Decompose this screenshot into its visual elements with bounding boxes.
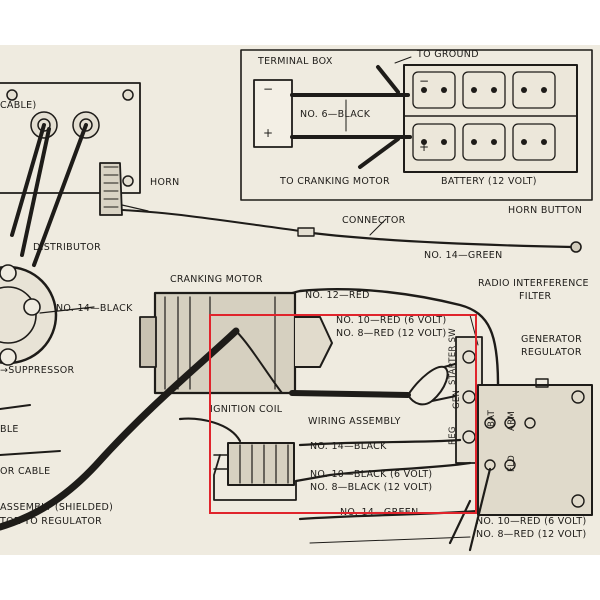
label-cranking-motor: CRANKING MOTOR: [170, 274, 263, 285]
label-no8-red-12v-bottom: NO. 8—RED (12 VOLT): [476, 529, 587, 540]
label-terminal-plus: +: [263, 126, 274, 140]
label-fld: FLD: [507, 454, 517, 472]
label-battery: BATTERY (12 VOLT): [441, 176, 537, 187]
label-radio-filter-2: FILTER: [519, 291, 552, 302]
suppressor-text: SUPPRESSOR: [8, 365, 75, 376]
horn-button: [570, 241, 582, 253]
label-horn: HORN: [150, 177, 180, 188]
label-starter-sw: STARTER SW: [448, 327, 458, 385]
label-cable: CABLE): [0, 100, 37, 111]
label-ignition-coil: IGNITION COIL: [210, 404, 283, 415]
label-wiring-assembly: WIRING ASSEMBLY: [308, 416, 401, 427]
generator-regulator: [477, 384, 593, 516]
label-cable-left: BLE: [0, 424, 19, 435]
label-no14-black-left: NO. 14—BLACK: [56, 303, 133, 314]
label-no14-green-top: NO. 14—GREEN: [424, 250, 503, 261]
label-no6-black: NO. 6—BLACK: [300, 109, 371, 120]
terminal-box: [253, 79, 293, 148]
label-or-cable: OR CABLE: [0, 466, 51, 477]
label-generator-2: REGULATOR: [521, 347, 582, 358]
label-no12-red: NO. 12—RED: [305, 290, 370, 301]
label-terminal-box: TERMINAL BOX: [258, 56, 333, 67]
label-suppressor: →SUPPRESSOR: [0, 366, 74, 376]
label-assembly-shielded: ASSEMBLY (SHIELDED): [0, 502, 114, 513]
label-gen: GEN: [452, 389, 462, 409]
wiring-diagram-paper: TERMINAL BOX TO GROUND NO. 6—BLACK TO CR…: [0, 45, 600, 555]
label-no8-red-12v: NO. 8—RED (12 VOLT): [336, 328, 447, 339]
label-no10-red-6v: NO. 10—RED (6 VOLT): [336, 315, 447, 326]
label-terminal-minus: −: [263, 82, 274, 96]
label-to-ground: TO GROUND: [417, 49, 479, 60]
ignition-coil: [227, 442, 295, 486]
label-battery-minus: −: [419, 74, 430, 88]
battery-body: [403, 64, 578, 173]
label-to-cranking-motor: TO CRANKING MOTOR: [280, 176, 390, 187]
label-radio-filter-1: RADIO INTERFERENCE: [478, 278, 589, 289]
arrow-icon: →: [0, 365, 9, 376]
label-no8-black-12v: NO. 8—BLACK (12 VOLT): [310, 482, 433, 493]
label-battery-plus: +: [419, 140, 430, 154]
label-arm: ARM: [507, 411, 517, 431]
label-no10-red-6v-bottom: NO. 10—RED (6 VOLT): [476, 516, 587, 527]
label-horn-button: HORN BUTTON: [508, 205, 583, 216]
label-reg: REG: [448, 426, 458, 445]
wiring-diagram-drawing: [0, 49, 593, 552]
label-connector: CONNECTOR: [342, 215, 406, 226]
label-bat: BAT: [487, 409, 497, 427]
connector: [297, 227, 315, 237]
label-no14-green-bottom: NO. 14—GREEN: [340, 507, 419, 518]
label-no14-black-coil: NO. 14—BLACK: [310, 441, 387, 452]
label-no10-black-6v: NO. 10—BLACK (6 VOLT): [310, 469, 433, 480]
battery-frame: [240, 49, 593, 201]
label-generator-1: GENERATOR: [521, 334, 583, 345]
label-distributor: DISTRIBUTOR: [33, 242, 102, 253]
label-tor-to-regulator: TOR TO REGULATOR: [0, 516, 103, 527]
